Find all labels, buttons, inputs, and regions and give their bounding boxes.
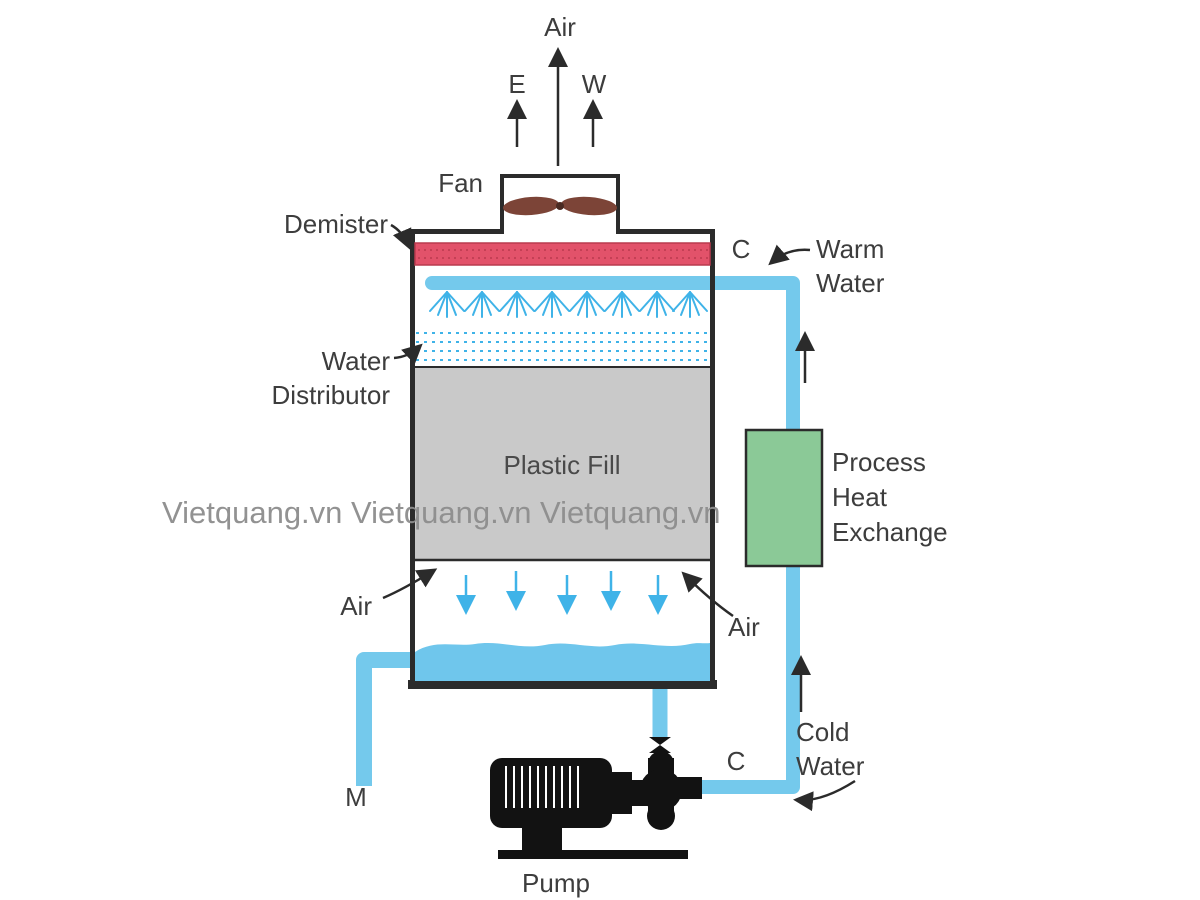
pump-outlet-flange — [674, 777, 702, 799]
spray-nozzles — [429, 291, 708, 318]
water-distributor-label-line2: Distributor — [272, 380, 391, 410]
cold-water-pointer — [793, 779, 856, 812]
c-top-label: C — [732, 234, 751, 264]
cold-water-label-line1: Cold — [796, 717, 849, 747]
basin — [415, 643, 710, 681]
fan-assembly — [503, 196, 617, 216]
process-hx-label-line2: Heat — [832, 482, 888, 512]
warm-water-label-line1: Warm — [816, 234, 884, 264]
warm-water-pointer — [768, 244, 811, 266]
exhaust-w-label: W — [582, 69, 607, 99]
plastic-fill-section: Plastic Fill — [415, 366, 710, 562]
plastic-fill-label: Plastic Fill — [503, 450, 620, 480]
demister-band — [414, 242, 711, 266]
warm-water-label-line2: Water — [816, 268, 885, 298]
heat-exchanger-block — [744, 428, 824, 568]
water-distributor-label-line1: Water — [322, 346, 391, 376]
fan-blade-left — [503, 196, 559, 216]
tower-top-left-shoulder — [410, 229, 504, 234]
tower-top-right-shoulder — [616, 229, 715, 234]
basin-water — [415, 643, 710, 681]
air-left-pointer — [382, 568, 438, 600]
demister-pointer — [390, 223, 412, 250]
watermark-text: Vietquang.vn Vietquang.vn Vietquang.vn — [162, 495, 720, 530]
cold-water-label-line2: Water — [796, 751, 865, 781]
valve-bottom — [649, 745, 671, 753]
air-right-pointer — [681, 571, 734, 618]
makeup-m-label: M — [345, 782, 367, 812]
pump-motor — [490, 758, 612, 828]
fan-housing-top — [500, 174, 620, 178]
fan-label: Fan — [438, 168, 483, 198]
heat-exchanger — [744, 428, 824, 568]
pointer-arrows — [382, 223, 856, 812]
valve-top — [649, 737, 671, 745]
plastic-fill-block — [415, 367, 710, 560]
exhaust-e-label: E — [508, 69, 525, 99]
tower-left-wall — [410, 230, 415, 689]
pump-assembly — [490, 751, 702, 859]
volute-lobe-mid — [640, 769, 682, 811]
demister-pad — [414, 242, 711, 266]
fan-housing-right-wall — [616, 174, 620, 234]
flow-arrows — [507, 47, 815, 712]
makeup-pipe — [356, 652, 416, 786]
tower-shell — [408, 174, 717, 689]
pump-label: Pump — [522, 868, 590, 898]
air-left-label: Air — [340, 591, 372, 621]
process-hx-label-line3: Exchange — [832, 517, 948, 547]
c-bottom-label: C — [727, 746, 746, 776]
air-top-label: Air — [544, 12, 576, 42]
pump-base — [498, 850, 688, 859]
fan-blade-right — [561, 196, 617, 216]
distributor-pointer — [393, 343, 423, 365]
tower-right-wall — [710, 230, 715, 689]
basin-bottom — [408, 680, 717, 689]
motor-endcap — [606, 772, 632, 814]
fan-hub — [556, 202, 564, 210]
demister-label: Demister — [284, 209, 388, 239]
labels: Air E W Fan Demister C Warm Water Water … — [272, 12, 948, 898]
air-right-label: Air — [728, 612, 760, 642]
motor-fins — [505, 766, 579, 808]
air-down-arrows — [456, 571, 668, 615]
water-distributor-rows — [416, 332, 709, 361]
outlet-valve — [649, 737, 671, 753]
process-hx-label-line1: Process — [832, 447, 926, 477]
volute-lobe-bottom — [647, 802, 675, 830]
makeup-water-pipe — [356, 652, 416, 786]
fan-housing-left-wall — [500, 174, 504, 234]
